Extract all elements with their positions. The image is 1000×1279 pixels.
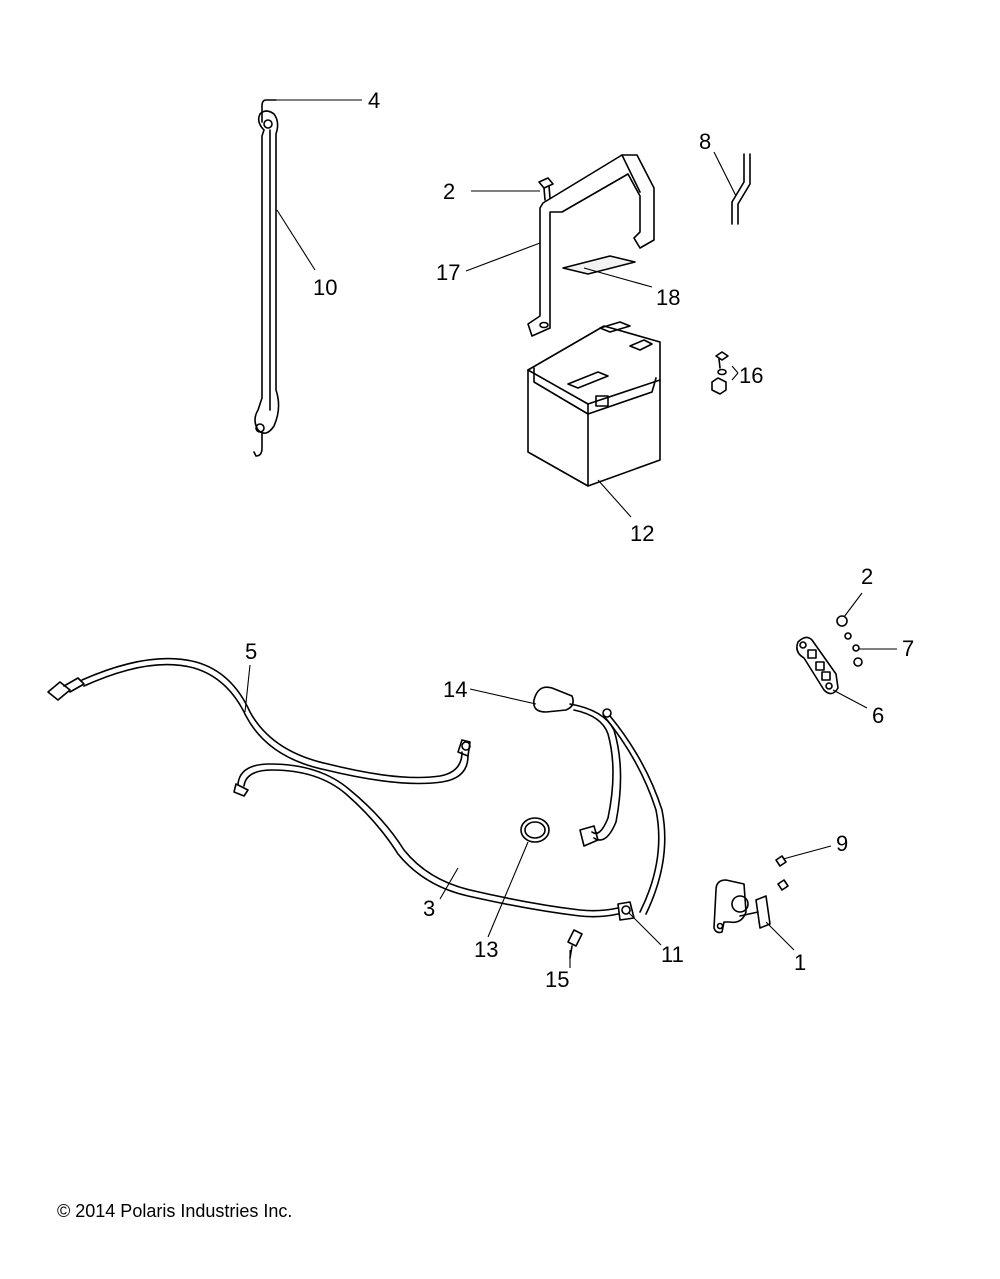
- callout-10: 10: [313, 275, 337, 300]
- wire-harness: [47, 657, 471, 785]
- callout-16: 16: [739, 363, 763, 388]
- callout-3: 3: [423, 896, 435, 921]
- callout-17: 17: [436, 260, 460, 285]
- callout-2-top: 2: [443, 179, 455, 204]
- callout-1: 1: [794, 950, 806, 975]
- callout-14: 14: [443, 677, 467, 702]
- hold-down-strap: [253, 99, 280, 457]
- callout-2-right: 2: [861, 564, 873, 589]
- cable-clamp: [520, 817, 550, 843]
- bent-rod: [731, 153, 751, 225]
- terminal-block: [796, 615, 863, 695]
- callout-labels: 4 10 2 17 18 8 16 12 2 7 6 5 14 9 3 13 1…: [245, 88, 914, 992]
- callout-6: 6: [872, 703, 884, 728]
- copyright-notice: © 2014 Polaris Industries Inc.: [57, 1201, 293, 1221]
- callout-5: 5: [245, 639, 257, 664]
- callout-12: 12: [630, 521, 654, 546]
- callout-11: 11: [661, 942, 684, 967]
- battery: [527, 321, 661, 487]
- callout-9: 9: [836, 831, 848, 856]
- callout-8: 8: [699, 129, 711, 154]
- terminal-bolt-nut: [711, 351, 729, 395]
- ground-cable: [602, 708, 666, 915]
- callout-leaders: [244, 99, 897, 968]
- battery-bracket: [527, 154, 655, 337]
- callout-13: 13: [474, 937, 498, 962]
- callout-18: 18: [656, 285, 680, 310]
- terminal-boot-cable: [532, 686, 622, 847]
- relay-assembly: [713, 855, 789, 934]
- callout-7: 7: [902, 636, 914, 661]
- callout-15: 15: [545, 967, 569, 992]
- bolt-top: [538, 177, 554, 201]
- callout-4: 4: [368, 88, 380, 113]
